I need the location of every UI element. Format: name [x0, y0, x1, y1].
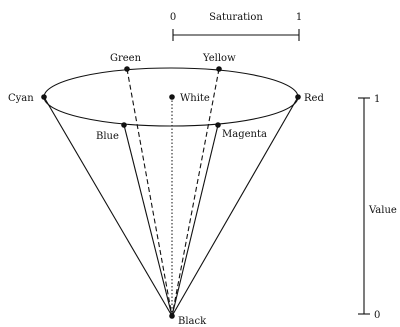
magenta-to-black-line	[171, 124, 219, 317]
yellow-point	[216, 66, 222, 72]
blue-to-black-line	[123, 124, 173, 317]
cone-edge-right	[171, 96, 299, 317]
cyan-label: Cyan	[8, 93, 34, 104]
saturation-min-label: 0	[170, 12, 176, 23]
green-to-black-line	[126, 68, 173, 317]
saturation-title: Saturation	[209, 12, 263, 23]
blue-label: Blue	[96, 131, 119, 142]
yellow-to-black-line	[171, 68, 220, 317]
value-title: Value	[368, 205, 397, 216]
yellow-label: Yellow	[202, 53, 236, 64]
magenta-point	[215, 122, 221, 128]
value-min-label: 0	[374, 310, 380, 321]
black-label: Black	[178, 316, 207, 327]
red-point	[295, 94, 301, 100]
cone-edge-left	[43, 96, 173, 317]
red-label: Red	[304, 93, 324, 104]
green-label: Green	[110, 53, 142, 64]
value-max-label: 1	[374, 94, 380, 105]
green-point	[124, 66, 130, 72]
value-scale: 1 Value 0	[358, 94, 397, 321]
cyan-point	[41, 94, 47, 100]
white-point	[169, 94, 175, 100]
blue-point	[121, 122, 127, 128]
magenta-label: Magenta	[222, 129, 267, 140]
white-label: White	[180, 93, 210, 104]
saturation-max-label: 1	[296, 12, 302, 23]
black-point	[169, 313, 175, 319]
saturation-scale: 0 Saturation 1	[170, 12, 302, 41]
